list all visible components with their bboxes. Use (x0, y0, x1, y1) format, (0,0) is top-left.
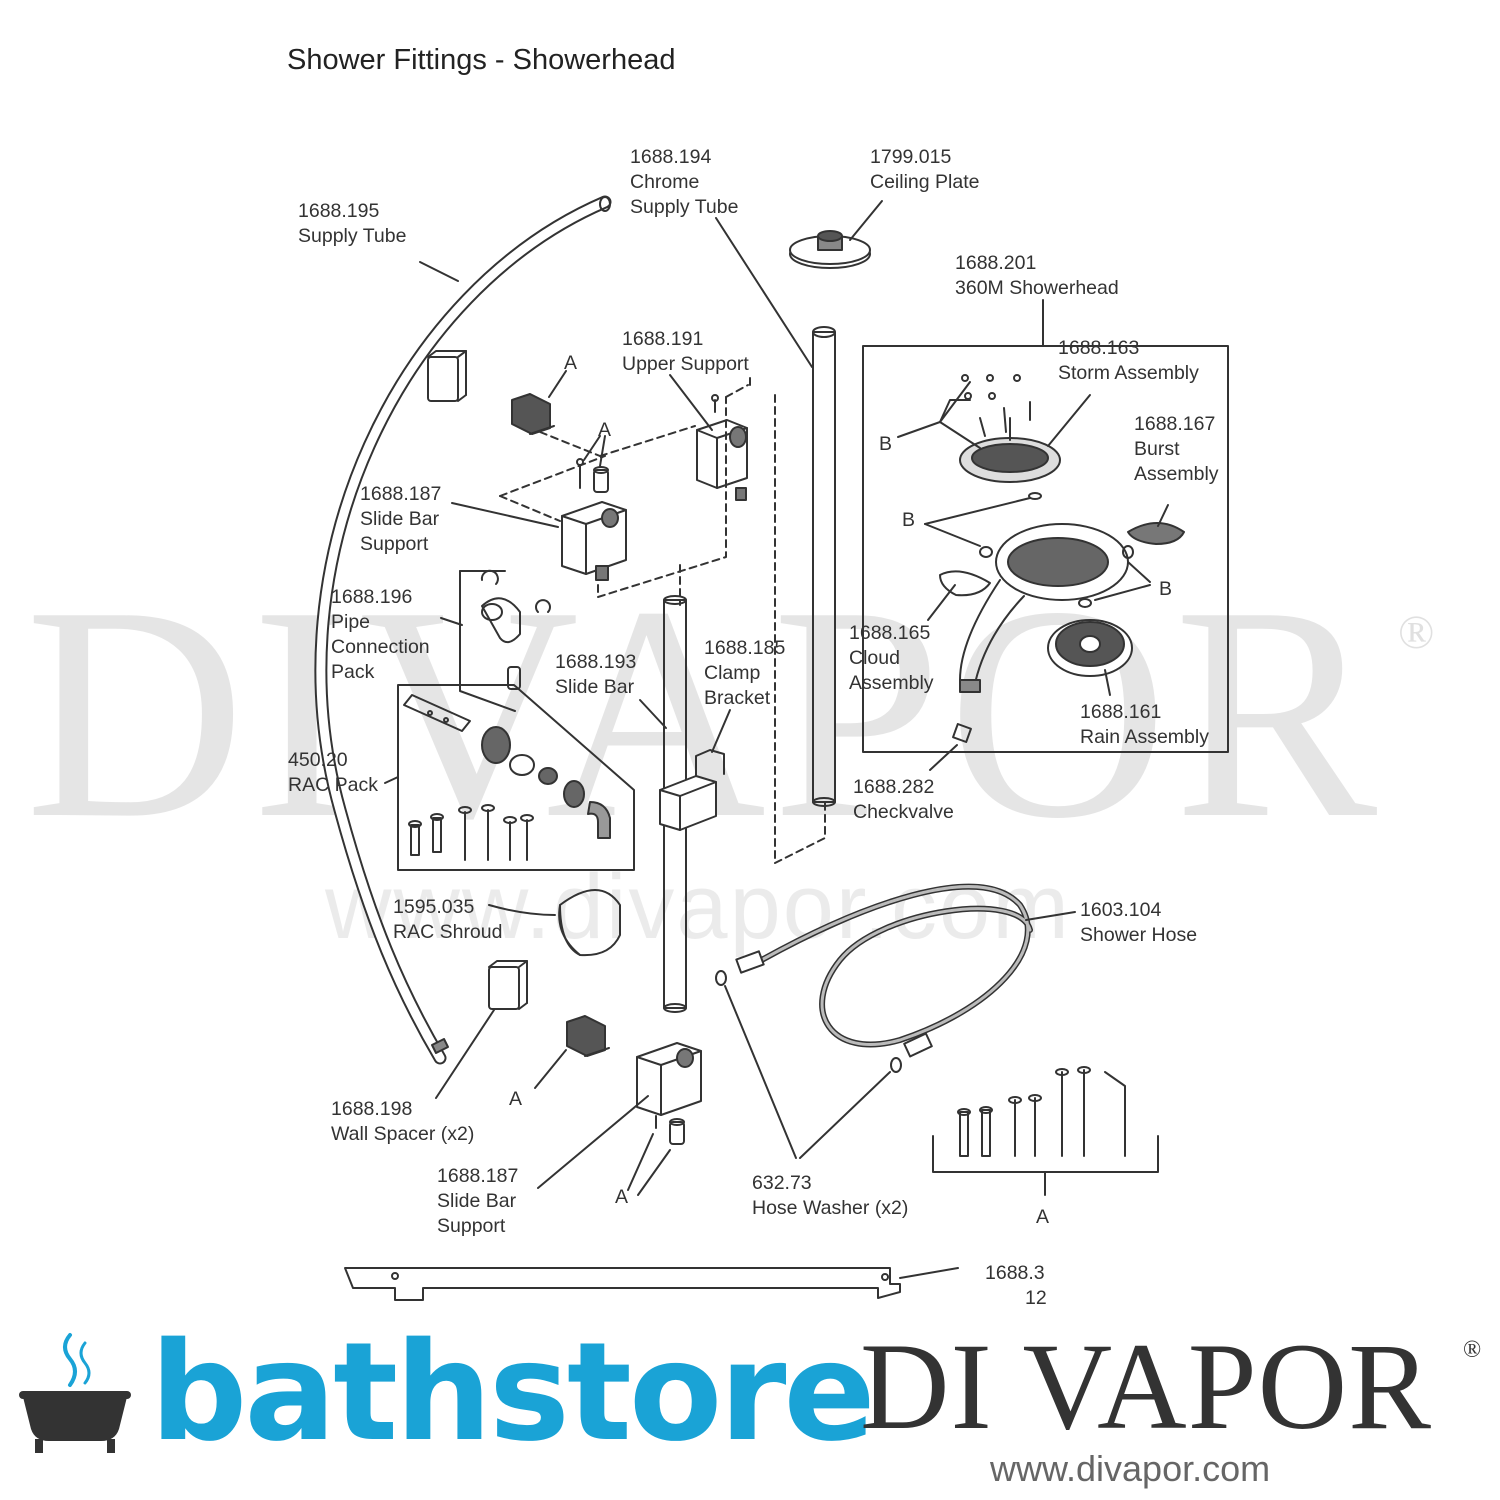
callout-a-bottom-screws: A (615, 1186, 629, 1208)
rac-pack-part (384, 684, 635, 871)
bracket-strip-part (344, 1267, 959, 1301)
supply-tube-part (314, 195, 612, 1065)
bathtub-icon (19, 1333, 131, 1453)
wall-clip-bottom (534, 1015, 610, 1089)
pipe-connection-pack-part (440, 569, 551, 712)
callout-b-seals-right: B (1159, 578, 1173, 600)
showerhead-assembly-box (862, 299, 1229, 753)
showerhead-body-part (924, 492, 1151, 693)
callout-a-fixings: A (1036, 1206, 1050, 1228)
rac-shroud-part (488, 889, 621, 957)
checkvalve-part (929, 723, 972, 771)
callout-a-bottom-clip: A (509, 1088, 523, 1110)
watermark-registered-mark: ® (1398, 606, 1435, 659)
callout-b-seals-left: B (902, 509, 916, 531)
clamp-bracket-part (659, 709, 731, 831)
callout-b-screws: B (879, 433, 893, 455)
shower-hose-part (735, 883, 1076, 1058)
storm-assembly-part (897, 374, 1091, 483)
chrome-supply-tube-part (715, 217, 836, 864)
divapor-url: www.divapor.com (990, 1448, 1271, 1489)
wall-spacer-bottom (435, 960, 528, 1099)
wall-spacer-top (427, 350, 467, 402)
screws-top-a (576, 435, 609, 493)
burst-assembly-part (1127, 504, 1185, 545)
callout-a-top-screws: A (598, 419, 612, 441)
support-assembly-dashed-guide (499, 376, 751, 606)
upper-support-part (669, 374, 748, 501)
callout-a-top-clip: A (564, 352, 578, 374)
bathstore-logo: bathstore (150, 1314, 876, 1472)
screws-bottom-a (932, 1066, 1159, 1196)
ceiling-plate-part (789, 200, 883, 269)
divapor-logo: DI VAPOR (860, 1318, 1432, 1455)
slide-bar-support-bottom-part (537, 1042, 702, 1196)
slide-bar-support-top-part (451, 501, 627, 581)
rain-assembly-part (1047, 619, 1133, 696)
page-title: Shower Fittings - Showerhead (287, 44, 676, 76)
wall-clip-top (511, 370, 567, 435)
watermark-url: www.divapor.com (325, 856, 1071, 958)
hose-washers-part (715, 970, 902, 1159)
divapor-registered-mark: ® (1463, 1337, 1482, 1363)
